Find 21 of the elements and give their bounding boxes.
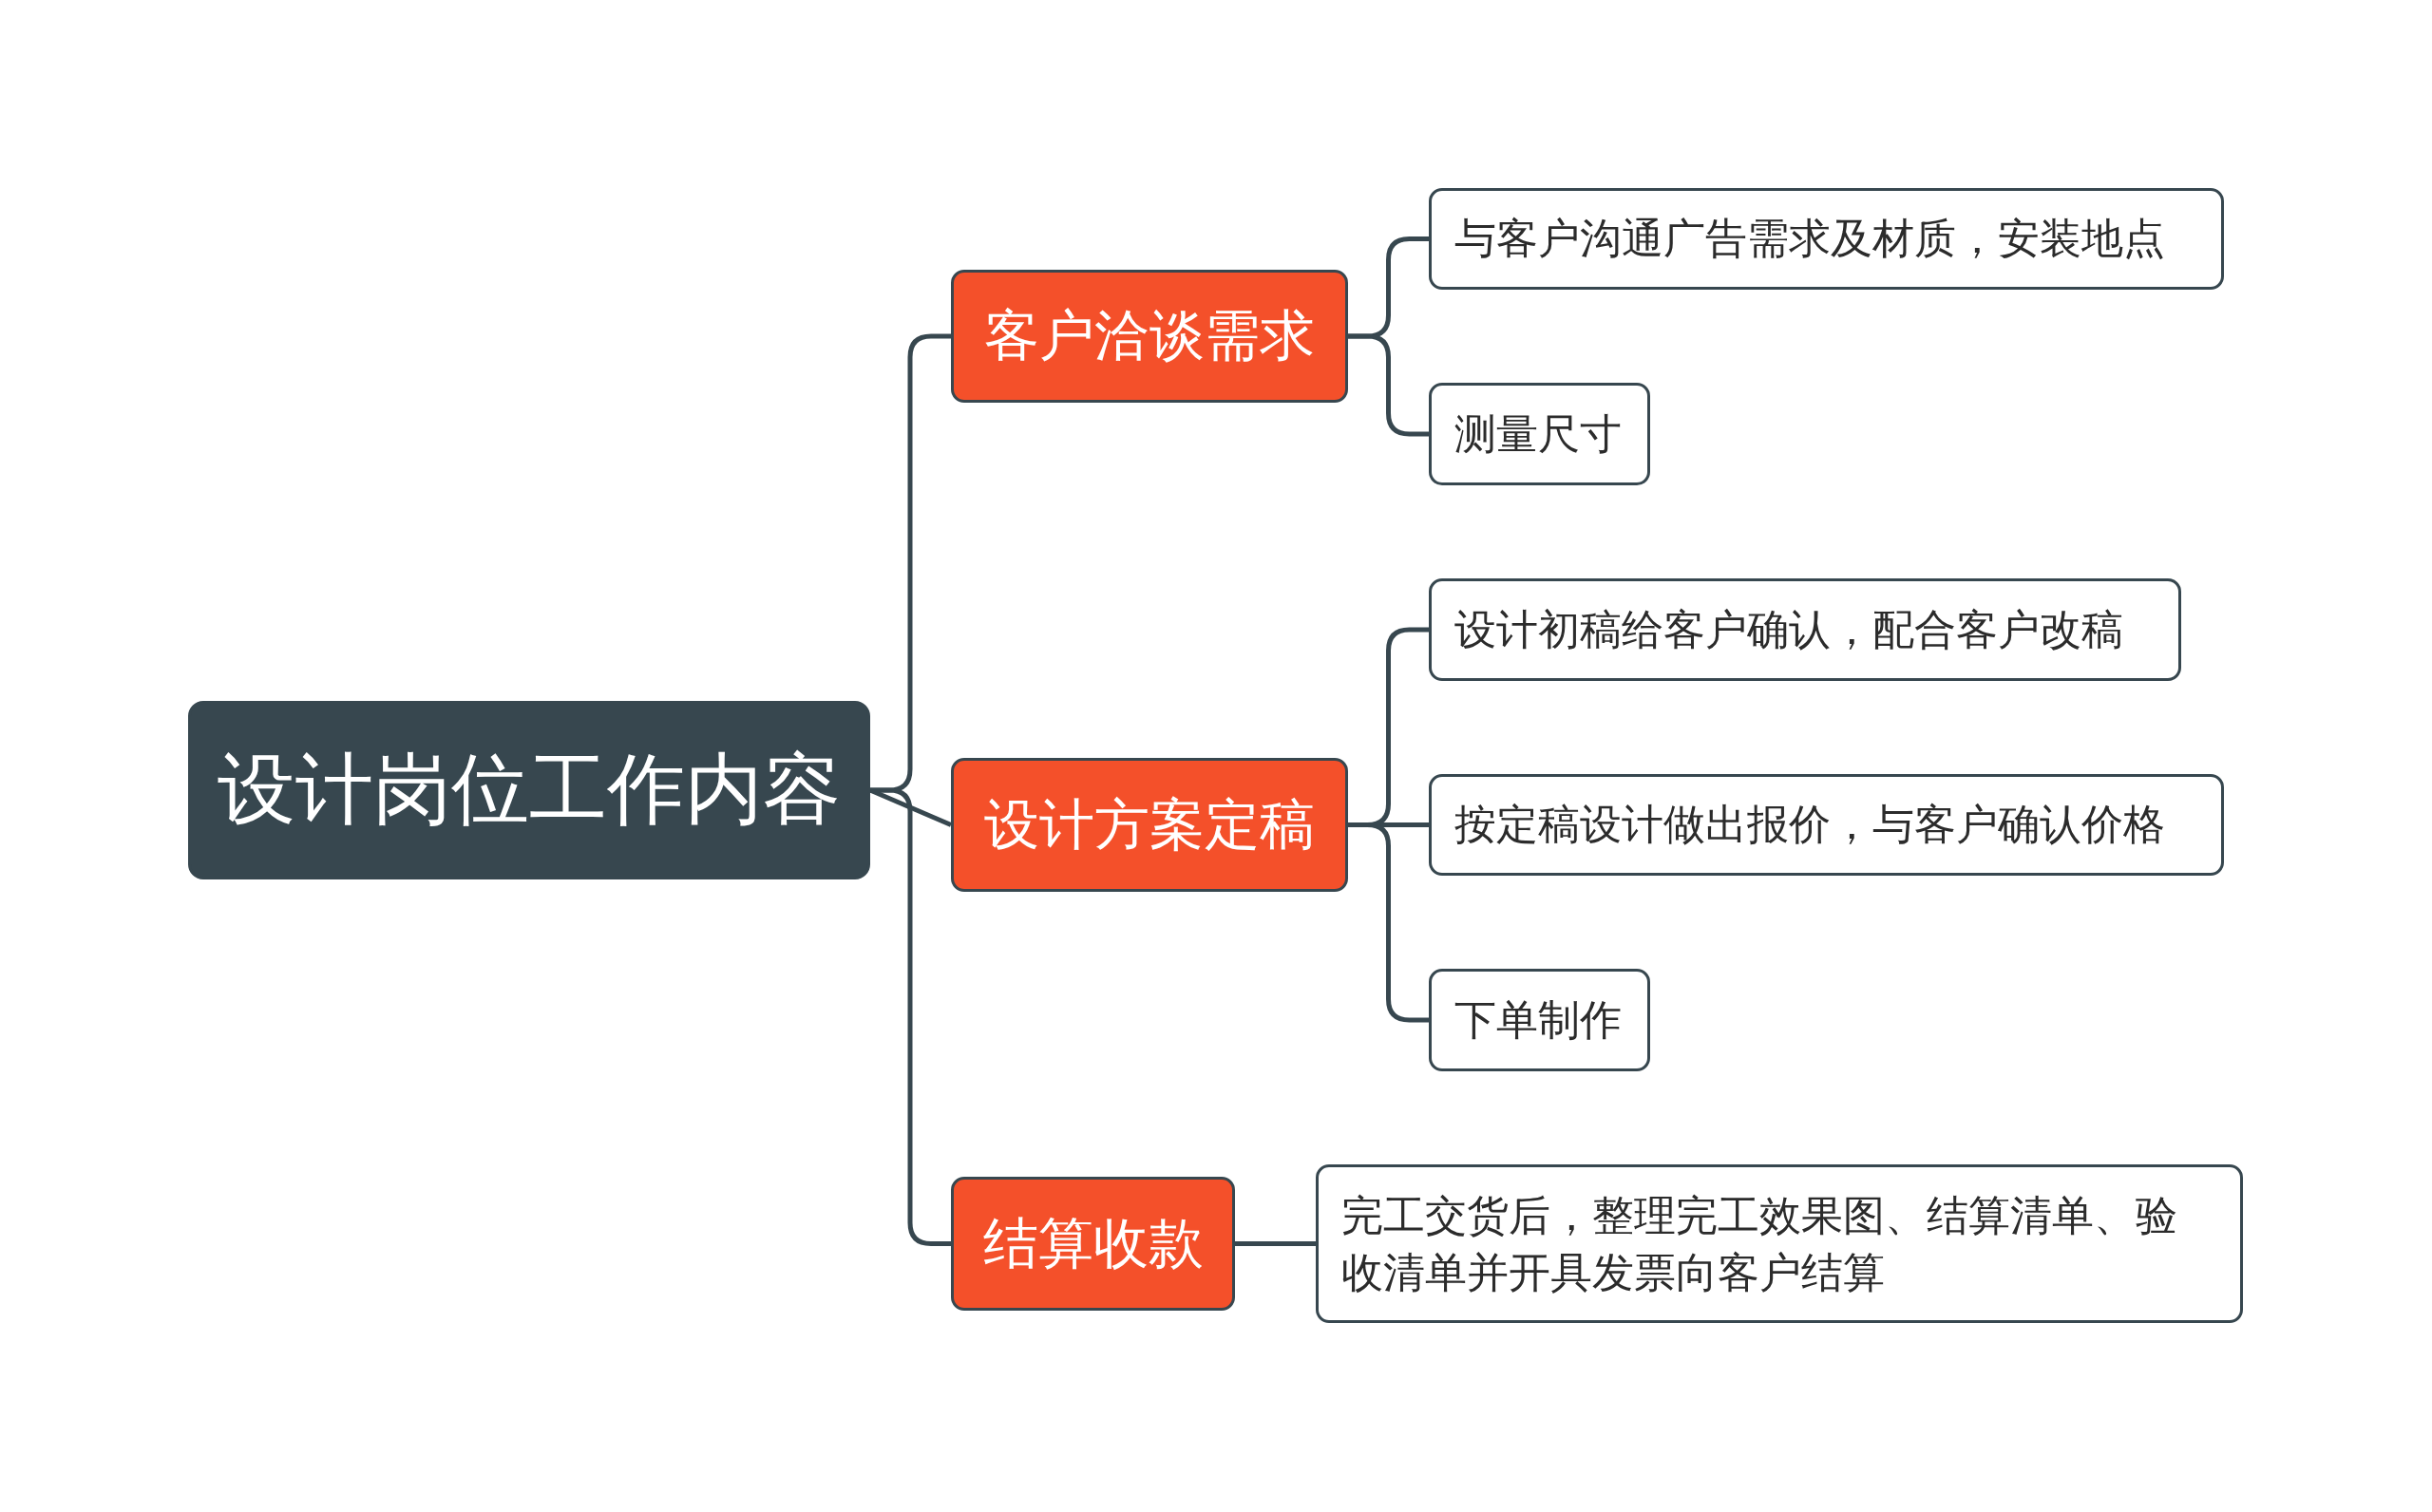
topic-text: 设计方案定稿 <box>984 790 1315 859</box>
main-topic-box <box>951 758 1348 892</box>
topic-text: 设计初稿给客户确认，配合客户改稿 <box>1454 603 2123 655</box>
topic-text: 设计岗位工作内容 <box>218 743 841 836</box>
subtopic-box <box>1429 774 2224 876</box>
subtopic-box <box>1429 578 2181 681</box>
topic-text: 客户洽谈需求 <box>984 302 1315 369</box>
topic-text: 测量尺寸 <box>1454 407 1622 460</box>
subtopic-box <box>1316 1164 2243 1323</box>
subtopic-box <box>1429 383 1650 485</box>
connector-line <box>1235 1241 1316 1246</box>
topic-text: 与客户沟通广告需求及材质，安装地点 <box>1454 213 2165 264</box>
main-topic-box <box>951 270 1348 403</box>
topic-text: 结算收款 <box>982 1209 1204 1277</box>
subtopic-box <box>1429 969 1650 1071</box>
central-topic-box <box>188 701 870 879</box>
main-topic-box <box>951 1177 1235 1311</box>
subtopic-box <box>1429 188 2224 290</box>
topic-text: 按定稿设计做出报价，与客户确认价格 <box>1454 799 2165 850</box>
topic-text: 下单制作 <box>1454 993 1622 1046</box>
topic-text: 完工交货后，整理完工效果图、结算清单、验收清单并开具发票向客户结算 <box>1341 1190 2178 1298</box>
